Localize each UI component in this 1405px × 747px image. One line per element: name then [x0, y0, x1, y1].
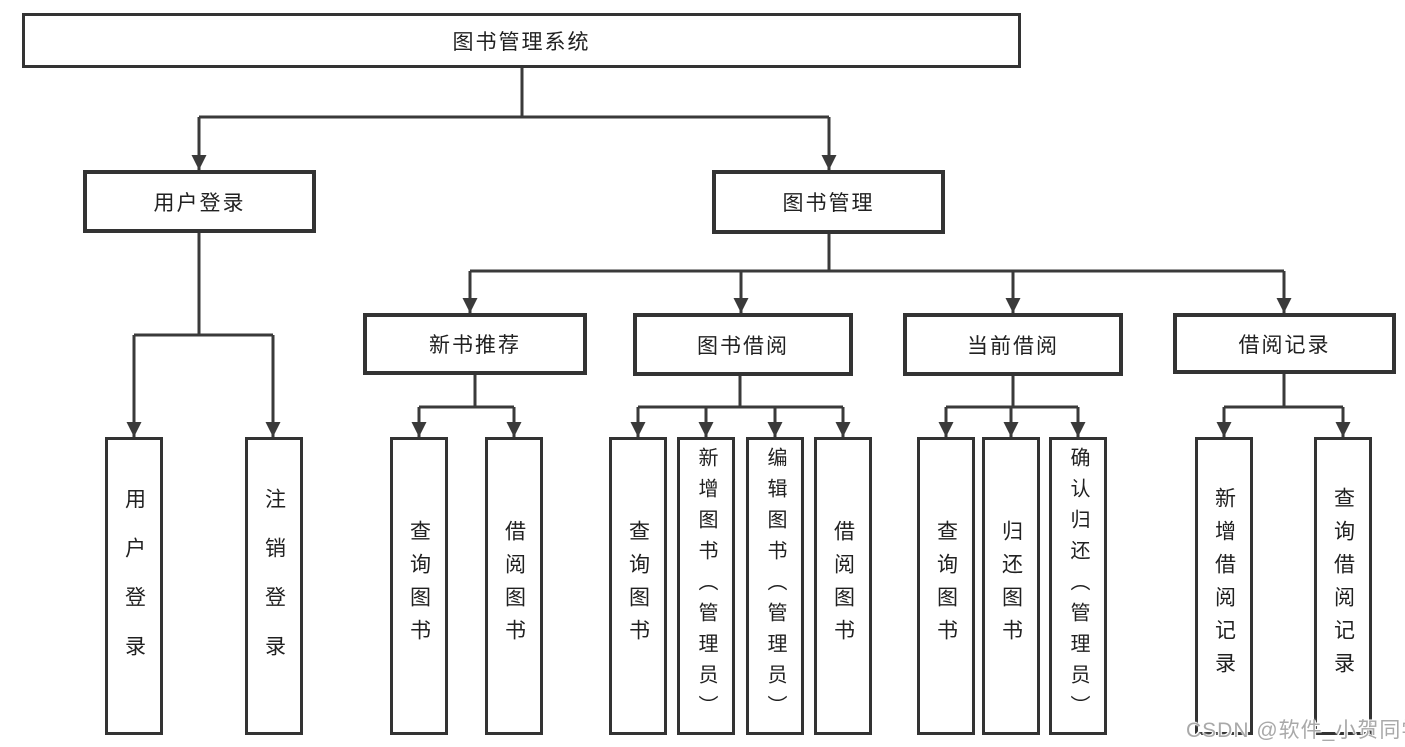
node-edit-book-admin: 编辑图书（管理员）: [746, 437, 804, 735]
node-add-borrow-record: 新增借阅记录: [1195, 437, 1253, 735]
node-query-borrow-record: 查询借阅记录: [1314, 437, 1372, 735]
node-current-borrow-label: 当前借阅: [967, 334, 1059, 358]
node-leaf-user-login: 用户登录: [105, 437, 163, 735]
edge-root-rail: [199, 68, 829, 119]
node-new-book-rec-label: 新书推荐: [429, 334, 521, 357]
node-current-borrow: 当前借阅: [903, 313, 1123, 376]
node-book-borrow-label: 图书借阅: [697, 334, 789, 358]
edge-borrow-records-rail: [1224, 374, 1343, 409]
node-borrow-books-1: 借阅图书: [485, 437, 543, 735]
node-leaf-logout: 注销登录: [245, 437, 303, 735]
node-root: 图书管理系统: [22, 13, 1021, 68]
node-add-book-admin-label: 新增图书（管理员）: [695, 446, 717, 726]
node-borrow-books-1-label: 借阅图书: [502, 520, 526, 652]
node-add-borrow-record-label: 新增借阅记录: [1212, 487, 1236, 685]
node-new-book-rec: 新书推荐: [363, 313, 587, 375]
edge-book-mgmt-rail: [470, 234, 1284, 273]
edge-new-book-rec-rail: [419, 375, 514, 409]
node-book-mgmt: 图书管理: [712, 170, 945, 234]
node-add-book-admin: 新增图书（管理员）: [677, 437, 735, 735]
node-borrow-records-label: 借阅记录: [1238, 333, 1331, 357]
node-return-book-label: 归还图书: [999, 520, 1023, 652]
node-borrow-books-2-label: 借阅图书: [831, 520, 855, 652]
node-book-borrow: 图书借阅: [633, 313, 853, 376]
node-query-books-1-label: 查询图书: [407, 520, 431, 652]
node-user-login: 用户登录: [83, 170, 316, 233]
node-confirm-return-admin-label: 确认归还（管理员）: [1067, 446, 1089, 726]
node-query-books-3: 查询图书: [917, 437, 975, 735]
node-return-book: 归还图书: [982, 437, 1040, 735]
edge-current-borrow-rail: [946, 376, 1078, 409]
node-query-books-2: 查询图书: [609, 437, 667, 735]
node-confirm-return-admin: 确认归还（管理员）: [1049, 437, 1107, 735]
node-edit-book-admin-label: 编辑图书（管理员）: [764, 446, 786, 726]
node-borrow-records: 借阅记录: [1173, 313, 1396, 374]
node-book-mgmt-label: 图书管理: [782, 192, 875, 215]
node-query-borrow-record-label: 查询借阅记录: [1331, 487, 1355, 685]
node-user-login-label: 用户登录: [153, 191, 246, 215]
node-borrow-books-2: 借阅图书: [814, 437, 872, 735]
node-root-label: 图书管理系统: [452, 30, 591, 54]
node-leaf-user-login-label: 用户登录: [122, 488, 146, 684]
node-query-books-3-label: 查询图书: [934, 520, 958, 652]
node-query-books-2-label: 查询图书: [626, 520, 650, 652]
edge-book-borrow-rail: [638, 376, 843, 409]
node-leaf-logout-label: 注销登录: [262, 488, 286, 684]
node-query-books-1: 查询图书: [390, 437, 448, 735]
edge-user-login-rail: [134, 233, 273, 337]
watermark: CSDN @软件_小贺同学: [1186, 719, 1405, 742]
